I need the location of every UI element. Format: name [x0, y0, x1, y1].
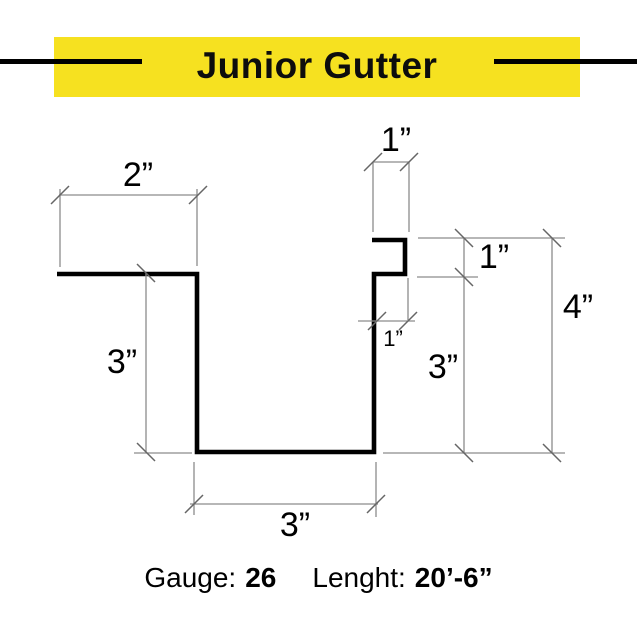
tick-mark [184, 494, 204, 514]
tick-mark [367, 311, 387, 331]
dimension-lines [59, 161, 565, 517]
dimension-labels: 2” 1” 1” 4” 3” 3” 3” 1” [107, 121, 593, 544]
tick-mark [366, 494, 386, 514]
dim-label-hook-top-width: 1” [381, 121, 411, 159]
page-title: Junior Gutter [196, 45, 438, 86]
tick-mark [542, 443, 562, 463]
length-spec: Lenght: 20’-6” [312, 562, 492, 594]
gutter-profile-outline [57, 237, 408, 455]
dim-label-hook-bottom-width: 1” [383, 326, 403, 351]
tick-mark [399, 152, 419, 172]
tick-mark [136, 442, 156, 462]
gauge-value: 26 [245, 562, 277, 593]
gauge-label: Gauge: [144, 562, 237, 593]
tick-mark [398, 311, 418, 331]
length-label: Lenght: [312, 562, 406, 593]
spec-line: Gauge: 26 Lenght: 20’-6” [0, 562, 637, 594]
title-banner: Junior Gutter [54, 37, 580, 97]
tick-mark [50, 185, 70, 205]
dim-label-right-depth: 3” [428, 348, 458, 386]
header-rule-left [0, 59, 142, 64]
tick-mark [454, 443, 474, 463]
dim-label-left-depth: 3” [107, 343, 137, 381]
tick-mark [188, 185, 208, 205]
tick-mark [363, 152, 383, 172]
dim-label-bottom-width: 3” [280, 506, 310, 544]
dimension-ticks [50, 152, 562, 514]
dim-label-flange-width: 2” [123, 156, 153, 194]
tick-mark [136, 263, 156, 283]
dim-label-hook-height: 1” [479, 238, 509, 276]
tick-mark [454, 228, 474, 248]
header-rule-right [494, 59, 637, 64]
tick-mark [542, 228, 562, 248]
tick-mark [454, 267, 474, 287]
gauge-spec: Gauge: 26 [144, 562, 276, 594]
dim-label-overall-height: 4” [563, 288, 593, 326]
length-value: 20’-6” [414, 562, 493, 593]
